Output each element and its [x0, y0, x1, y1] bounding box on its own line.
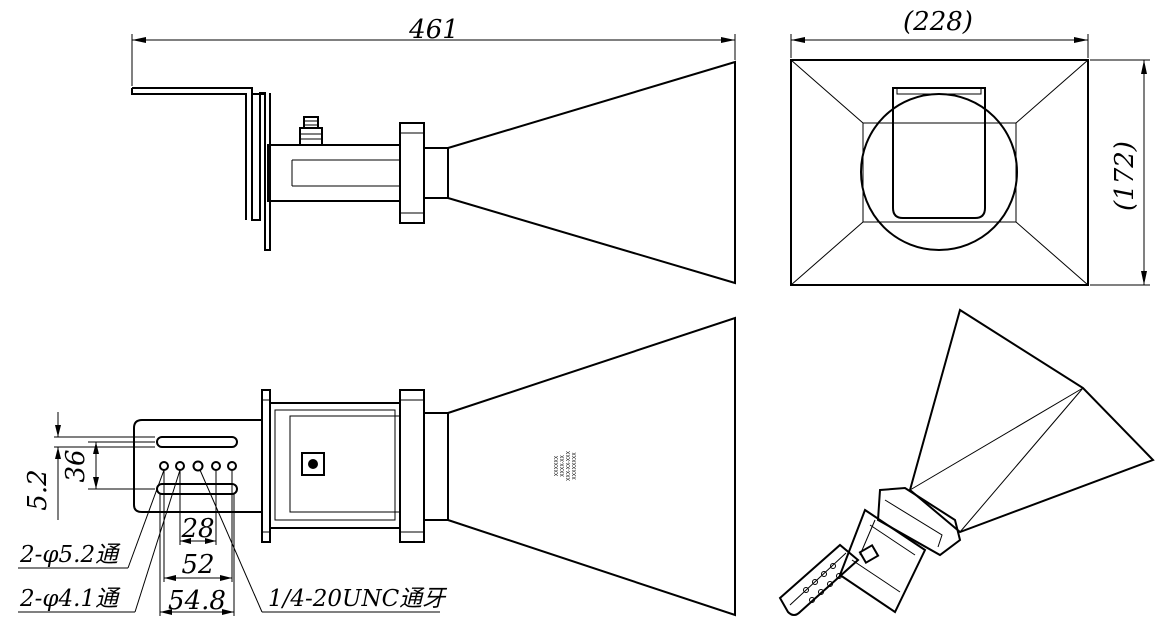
nameplate-line-2: XXXX-XX [560, 454, 566, 476]
dim-holes-52: 52 [163, 471, 233, 582]
side-view: 461 [131, 15, 736, 285]
nameplate-line-3: XXX-XX-XXX [566, 450, 572, 481]
top-view: XXXXXX XXXX-XX XXX-XX-XXX XXXXXXXX 36 5.… [18, 316, 736, 617]
nameplate-line-4: XXXXXXXX [572, 452, 578, 480]
hole-1 [159, 461, 169, 471]
body-iso [838, 508, 927, 614]
bracket-plate-front [892, 87, 986, 219]
dim-label-28: 28 [180, 514, 214, 544]
isometric-view [778, 308, 1155, 616]
connector-iso [858, 543, 880, 565]
dim-holes-54-8: 54.8 [159, 494, 235, 616]
bracket-top [133, 419, 262, 513]
flange-top [399, 389, 425, 543]
hole-3 [211, 461, 221, 471]
dim-label-36: 36 [61, 449, 91, 482]
callout-thread: 1/4-20UNC通牙 [199, 469, 448, 613]
nameplate-text: XXXXXX XXXX-XX XXX-XX-XXX XXXXXXXX [554, 450, 578, 481]
callout-hole-a: 2-φ5.2通 [18, 469, 165, 569]
thread-hole [192, 460, 204, 472]
callout-thread-text: 1/4-20UNC通牙 [268, 586, 448, 612]
slot-upper [156, 436, 238, 448]
horn-aperture [790, 59, 1089, 286]
callout-hole-b-text: 2-φ4.1通 [19, 586, 121, 612]
callout-hole-a-text: 2-φ5.2通 [19, 542, 121, 568]
dim-slot-spacing: 36 [61, 441, 155, 490]
flange-side [399, 122, 425, 224]
dim-holes-28: 28 [179, 471, 217, 545]
hole-4 [227, 461, 237, 471]
bracket-iso [778, 543, 860, 616]
dim-front-height: (172) [1090, 59, 1150, 286]
slot-lower [156, 483, 238, 495]
horn-top [447, 316, 736, 617]
dim-label-228: (228) [903, 7, 973, 37]
connector-top [301, 452, 325, 476]
hole-2 [175, 461, 185, 471]
dim-label-52: 52 [181, 550, 214, 580]
dim-overall-length: 461 [131, 15, 736, 86]
dim-label-54-8: 54.8 [168, 586, 226, 616]
horn-iso [908, 308, 1155, 534]
connector-side [299, 116, 323, 146]
dim-front-width: (228) [790, 7, 1089, 58]
bracket-side [132, 87, 271, 251]
flange-iso [876, 486, 962, 557]
flange-circle [860, 93, 1018, 251]
nameplate-line-1: XXXXXX [554, 455, 560, 476]
dim-slot-width: 5.2 [23, 412, 155, 520]
callout-hole-b: 2-φ4.1通 [18, 469, 181, 613]
dim-label-5-2: 5.2 [23, 469, 53, 510]
dim-label-461: 461 [408, 15, 459, 45]
front-view: (228) (172) [790, 7, 1150, 286]
horn-side [447, 60, 736, 285]
dim-label-172: (172) [1110, 141, 1140, 211]
